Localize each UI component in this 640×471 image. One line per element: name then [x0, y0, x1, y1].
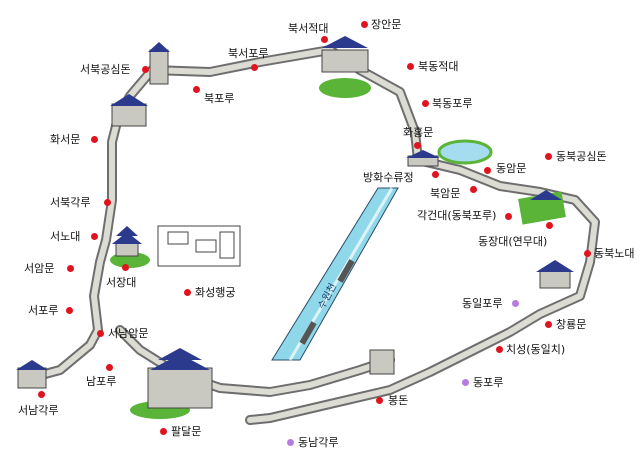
marker-gakgeondae[interactable] [505, 213, 512, 220]
label-hwaseonghaenggung: 화성행궁 [195, 286, 236, 299]
marker-seoporu[interactable] [66, 307, 73, 314]
marker-dongilporu[interactable] [512, 300, 519, 307]
marker-paldalmun[interactable] [160, 428, 167, 435]
marker-bukdongjeokdae[interactable] [407, 63, 414, 70]
label-dongjangdae: 동장대(연무대) [478, 235, 548, 248]
label-seonodae: 서노대 [50, 230, 81, 243]
marker-bongdon[interactable] [376, 397, 383, 404]
label-paldalmun: 팔달문 [171, 425, 202, 438]
suwoncheon-stream [271, 187, 399, 361]
label-chiseong: 치성(동일치) [506, 343, 566, 356]
label-banghwasuryujeong: 방화수류정 [363, 171, 414, 184]
marker-changryongmun[interactable] [545, 321, 552, 328]
marker-dongporu[interactable] [462, 379, 469, 386]
marker-seobukgongsimdon[interactable] [142, 66, 149, 73]
label-hwahongmun: 화홍문 [403, 126, 434, 139]
label-dongammun: 동암문 [496, 162, 527, 175]
label-bukdongjeokdae: 북동적대 [418, 60, 459, 73]
label-seobukgongsimdon: 서북공심돈 [80, 63, 131, 76]
label-bongdon: 봉돈 [388, 394, 409, 407]
marker-chiseong[interactable] [496, 346, 503, 353]
label-seobukgakru: 서북각루 [50, 196, 91, 209]
marker-bugammun[interactable] [470, 186, 477, 193]
label-hwaseomun: 화서문 [50, 133, 81, 146]
label-seonamgakru: 서남각루 [18, 404, 59, 417]
marker-seoammun[interactable] [67, 265, 74, 272]
marker-bukporu[interactable] [193, 86, 200, 93]
label-dongbukgongsimdon: 동북공심돈 [556, 150, 607, 163]
label-dongbuknodae: 동북노대 [594, 247, 635, 260]
marker-hwahongmun[interactable] [414, 142, 421, 149]
label-seojangdae: 서장대 [106, 276, 137, 289]
label-changryongmun: 창룡문 [556, 318, 587, 331]
label-bukseojeokdae: 북서적대 [288, 22, 329, 35]
marker-seobukgakru[interactable] [104, 199, 111, 206]
label-namporu: 남포루 [86, 375, 117, 388]
building-icons [16, 36, 574, 409]
marker-seonodae[interactable] [91, 233, 98, 240]
label-dongnamgakru: 동남각루 [298, 436, 339, 449]
label-dongilporu: 동일포루 [462, 297, 503, 310]
marker-dongbukgongsimdon[interactable] [545, 153, 552, 160]
label-dongporu: 동포루 [473, 376, 504, 389]
label-jangahnmun: 장안문 [371, 18, 402, 31]
marker-seojangdae[interactable] [122, 264, 129, 271]
label-gakgeondae: 각건대(동북포루) [417, 209, 497, 222]
marker-banghwasuryujeong[interactable] [432, 171, 439, 178]
label-seoporu: 서포루 [28, 304, 59, 317]
marker-dongammun[interactable] [484, 167, 491, 174]
label-bukdongporu: 북동포루 [432, 97, 473, 110]
marker-dongjangdae[interactable] [546, 222, 553, 229]
marker-dongbuknodae[interactable] [584, 250, 591, 257]
label-bukseoporu: 북서포루 [228, 47, 269, 60]
marker-namporu[interactable] [106, 364, 113, 371]
label-bugammun: 북암문 [430, 187, 461, 200]
label-seonamammun: 서남암문 [108, 327, 149, 340]
marker-seonamammun[interactable] [97, 330, 104, 337]
label-bukporu: 북포루 [204, 92, 235, 105]
marker-bukdongporu[interactable] [422, 100, 429, 107]
marker-dongnamgakru[interactable] [287, 439, 294, 446]
marker-hwaseonghaenggung[interactable] [184, 289, 191, 296]
marker-bukseoporu[interactable] [251, 64, 258, 71]
marker-seonamgakru[interactable] [38, 391, 45, 398]
marker-bukseojeokdae[interactable] [321, 36, 328, 43]
marker-jangahnmun[interactable] [361, 21, 368, 28]
label-seoammun: 서암문 [24, 262, 55, 275]
marker-hwaseomun[interactable] [91, 136, 98, 143]
